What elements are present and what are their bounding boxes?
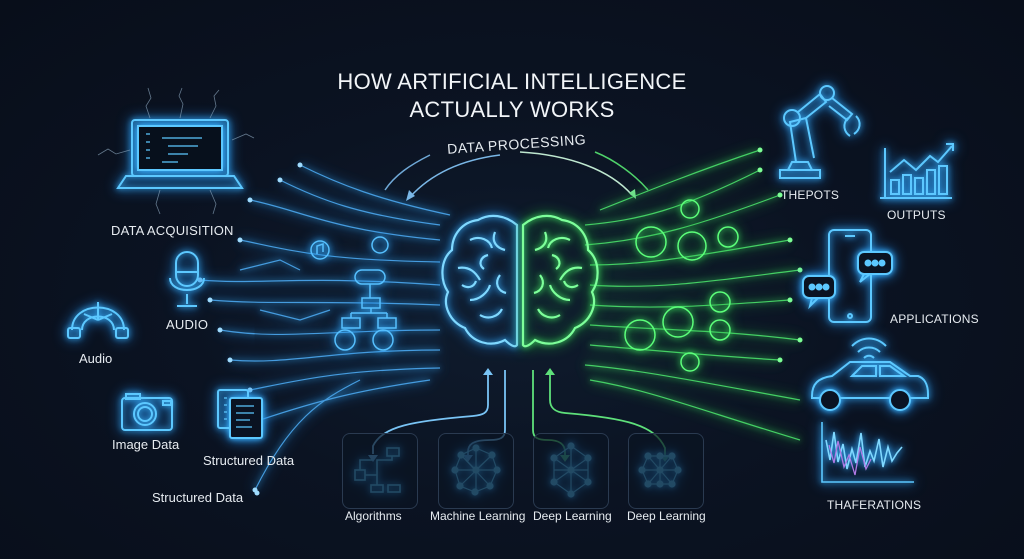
left-circuit-nodes bbox=[197, 162, 303, 493]
label-audio-caps: AUDIO bbox=[166, 317, 209, 332]
label-algorithms: Algorithms bbox=[345, 509, 402, 523]
arc-right-segment bbox=[594, 151, 649, 191]
machine-learning-box[interactable] bbox=[438, 433, 514, 509]
label-deep-learning-2: Deep Learning bbox=[627, 509, 706, 523]
arc-right-arrowhead bbox=[629, 189, 636, 199]
smartphone-chat-icon bbox=[802, 229, 893, 323]
left-processing-cluster bbox=[310, 236, 397, 351]
headphones-icon bbox=[67, 302, 129, 339]
label-structured-data-2: Structured Data bbox=[152, 490, 244, 505]
up-arrowhead-green bbox=[545, 368, 555, 375]
label-data-acquisition: DATA ACQUISITION bbox=[111, 223, 234, 238]
left-circuit-traces bbox=[199, 164, 451, 491]
label-machine-learning: Machine Learning bbox=[430, 509, 526, 523]
label-thepots: THEPOTS bbox=[781, 188, 840, 202]
title-line-2: ACTUALLY WORKS bbox=[409, 97, 615, 122]
waveform-series-purple bbox=[828, 440, 872, 476]
right-processing-cluster bbox=[624, 199, 739, 372]
deep-learning-box-2[interactable] bbox=[628, 433, 704, 509]
label-thaferations: THAFERATIONS bbox=[827, 498, 922, 512]
title-line-1: HOW ARTIFICIAL INTELLIGENCE bbox=[337, 69, 687, 94]
label-image-data: Image Data bbox=[112, 437, 180, 452]
brain-icon bbox=[441, 214, 599, 348]
documents-icon bbox=[217, 389, 263, 439]
arc-right-arrow bbox=[519, 151, 633, 196]
bar-chart-icon bbox=[880, 143, 954, 199]
microphone-icon bbox=[169, 251, 205, 307]
algorithms-box[interactable] bbox=[342, 433, 418, 509]
label-audio: Audio bbox=[79, 351, 113, 366]
structured-data-dot bbox=[254, 490, 260, 496]
arc-left-arrow bbox=[409, 154, 501, 198]
arc-left-arrowhead bbox=[406, 190, 415, 201]
label-outputs: OUTPUTS bbox=[887, 208, 946, 222]
laptop-sparks bbox=[97, 87, 255, 215]
camera-icon bbox=[121, 393, 173, 431]
deep-learning-box-1[interactable] bbox=[533, 433, 609, 509]
label-structured-data-1: Structured Data bbox=[203, 453, 295, 468]
laptop-icon bbox=[116, 119, 244, 189]
robot-arm-icon bbox=[779, 85, 861, 179]
connected-car-icon bbox=[811, 337, 929, 411]
waveform-chart-icon bbox=[821, 422, 914, 483]
label-deep-learning-1: Deep Learning bbox=[533, 509, 612, 523]
right-circuit-nodes bbox=[757, 147, 803, 363]
label-applications: APPLICATIONS bbox=[890, 312, 979, 326]
arc-left-segment bbox=[384, 154, 431, 191]
up-arrowhead-blue bbox=[483, 368, 493, 375]
right-circuit-traces bbox=[584, 149, 801, 441]
